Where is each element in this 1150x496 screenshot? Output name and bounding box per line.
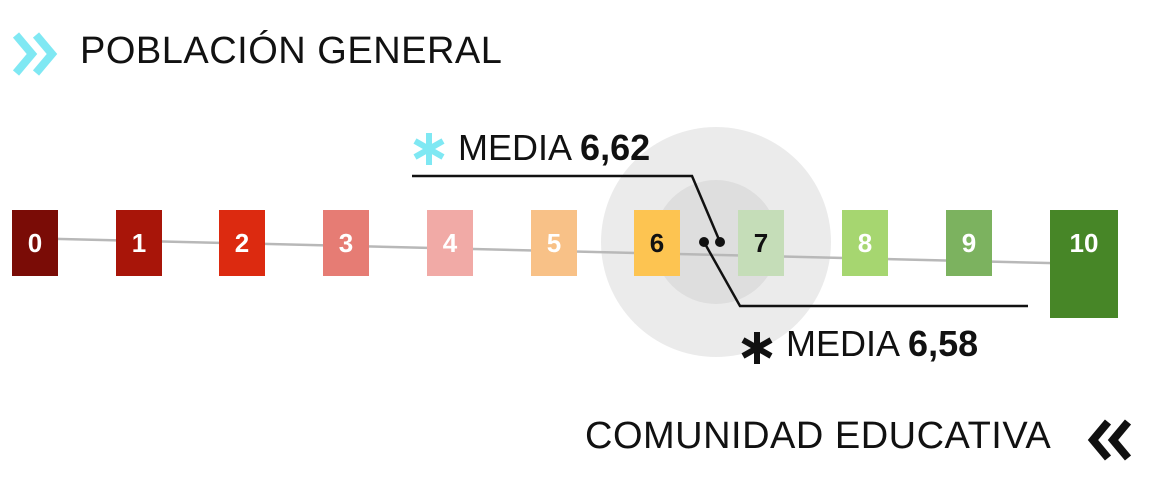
scale-label-5: 5 xyxy=(546,227,562,258)
heading-comunidad-educativa: COMUNIDAD EDUCATIVA xyxy=(585,415,1052,457)
scale-label-10: 10 xyxy=(1069,228,1099,258)
media-general-value: 6,62 xyxy=(580,127,651,168)
scale-label-6: 6 xyxy=(649,227,665,258)
scale-box-4: 4 xyxy=(427,210,473,276)
scale-box-7: 7 xyxy=(738,210,784,276)
scale-box-9: 9 xyxy=(946,210,992,276)
scale-box-10: 10 xyxy=(1050,210,1118,318)
chevron-double-right-icon xyxy=(12,32,58,76)
media-educativa-label: MEDIA 6,58 xyxy=(786,323,978,365)
scale-box-2: 2 xyxy=(219,210,265,276)
heading-poblacion-general: POBLACIÓN GENERAL xyxy=(80,30,503,72)
scale-box-1: 1 xyxy=(116,210,162,276)
scale-box-0: 0 xyxy=(12,210,58,276)
dot-media-general xyxy=(715,237,725,247)
leader-line-educativa xyxy=(702,241,1028,308)
media-general-label: MEDIA 6,62 xyxy=(458,127,650,169)
scale-label-4: 4 xyxy=(442,227,458,258)
scale-label-8: 8 xyxy=(857,227,873,258)
scale-label-7: 7 xyxy=(753,227,769,258)
leader-line-general xyxy=(412,174,722,243)
media-educativa-value: 6,58 xyxy=(908,323,979,364)
scale-box-8: 8 xyxy=(842,210,888,276)
asterisk-icon xyxy=(741,332,773,364)
scale-box-6: 6 xyxy=(634,210,680,276)
scale-box-5: 5 xyxy=(531,210,577,276)
scale-label-0: 0 xyxy=(27,227,43,258)
chevron-double-left-icon xyxy=(1087,419,1132,461)
media-educativa-text: MEDIA xyxy=(786,323,899,364)
asterisk-icon xyxy=(413,133,445,165)
media-general-text: MEDIA xyxy=(458,127,571,168)
scale-label-3: 3 xyxy=(338,227,354,258)
scale-box-3: 3 xyxy=(323,210,369,276)
scale-label-9: 9 xyxy=(961,227,977,258)
scale-label-1: 1 xyxy=(131,227,147,258)
scale-label-2: 2 xyxy=(234,227,250,258)
dot-media-educativa xyxy=(699,237,709,247)
